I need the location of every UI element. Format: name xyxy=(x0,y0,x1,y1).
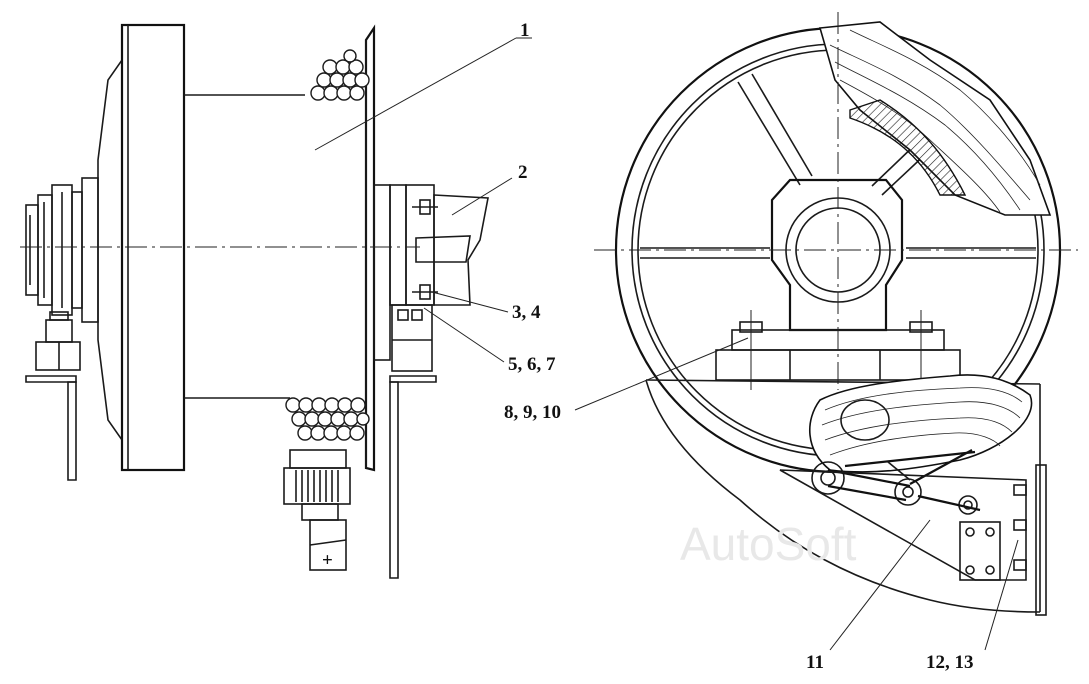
watermark: AutoSoft xyxy=(680,518,857,570)
rope-cutaway xyxy=(818,21,1052,216)
rope-coils-bottom xyxy=(285,397,370,441)
front-view xyxy=(594,12,1078,616)
drum xyxy=(97,23,376,472)
label-11: 11 xyxy=(806,652,824,673)
label-8-9-10: 8, 9, 10 xyxy=(504,402,561,423)
frame-post xyxy=(1035,464,1047,616)
left-shaft-assembly xyxy=(25,177,99,323)
polarity-mark: + xyxy=(322,550,333,571)
label-3-4: 3, 4 xyxy=(512,302,541,323)
side-view: + xyxy=(20,23,489,579)
break-line xyxy=(645,379,1041,613)
label-5-6-7: 5, 6, 7 xyxy=(508,354,556,375)
lever-mechanism xyxy=(779,449,1027,581)
label-2: 2 xyxy=(518,162,528,183)
frame-angles xyxy=(25,375,437,579)
label-1: 1 xyxy=(520,20,530,41)
rope-coils-top xyxy=(310,49,370,101)
lower-rope xyxy=(809,374,1033,473)
left-limit-switch xyxy=(35,311,81,371)
label-12-13: 12, 13 xyxy=(926,652,974,673)
right-bearing-assembly xyxy=(373,184,489,372)
leader-lines xyxy=(314,37,1019,651)
slack-rope-switch xyxy=(283,449,351,571)
